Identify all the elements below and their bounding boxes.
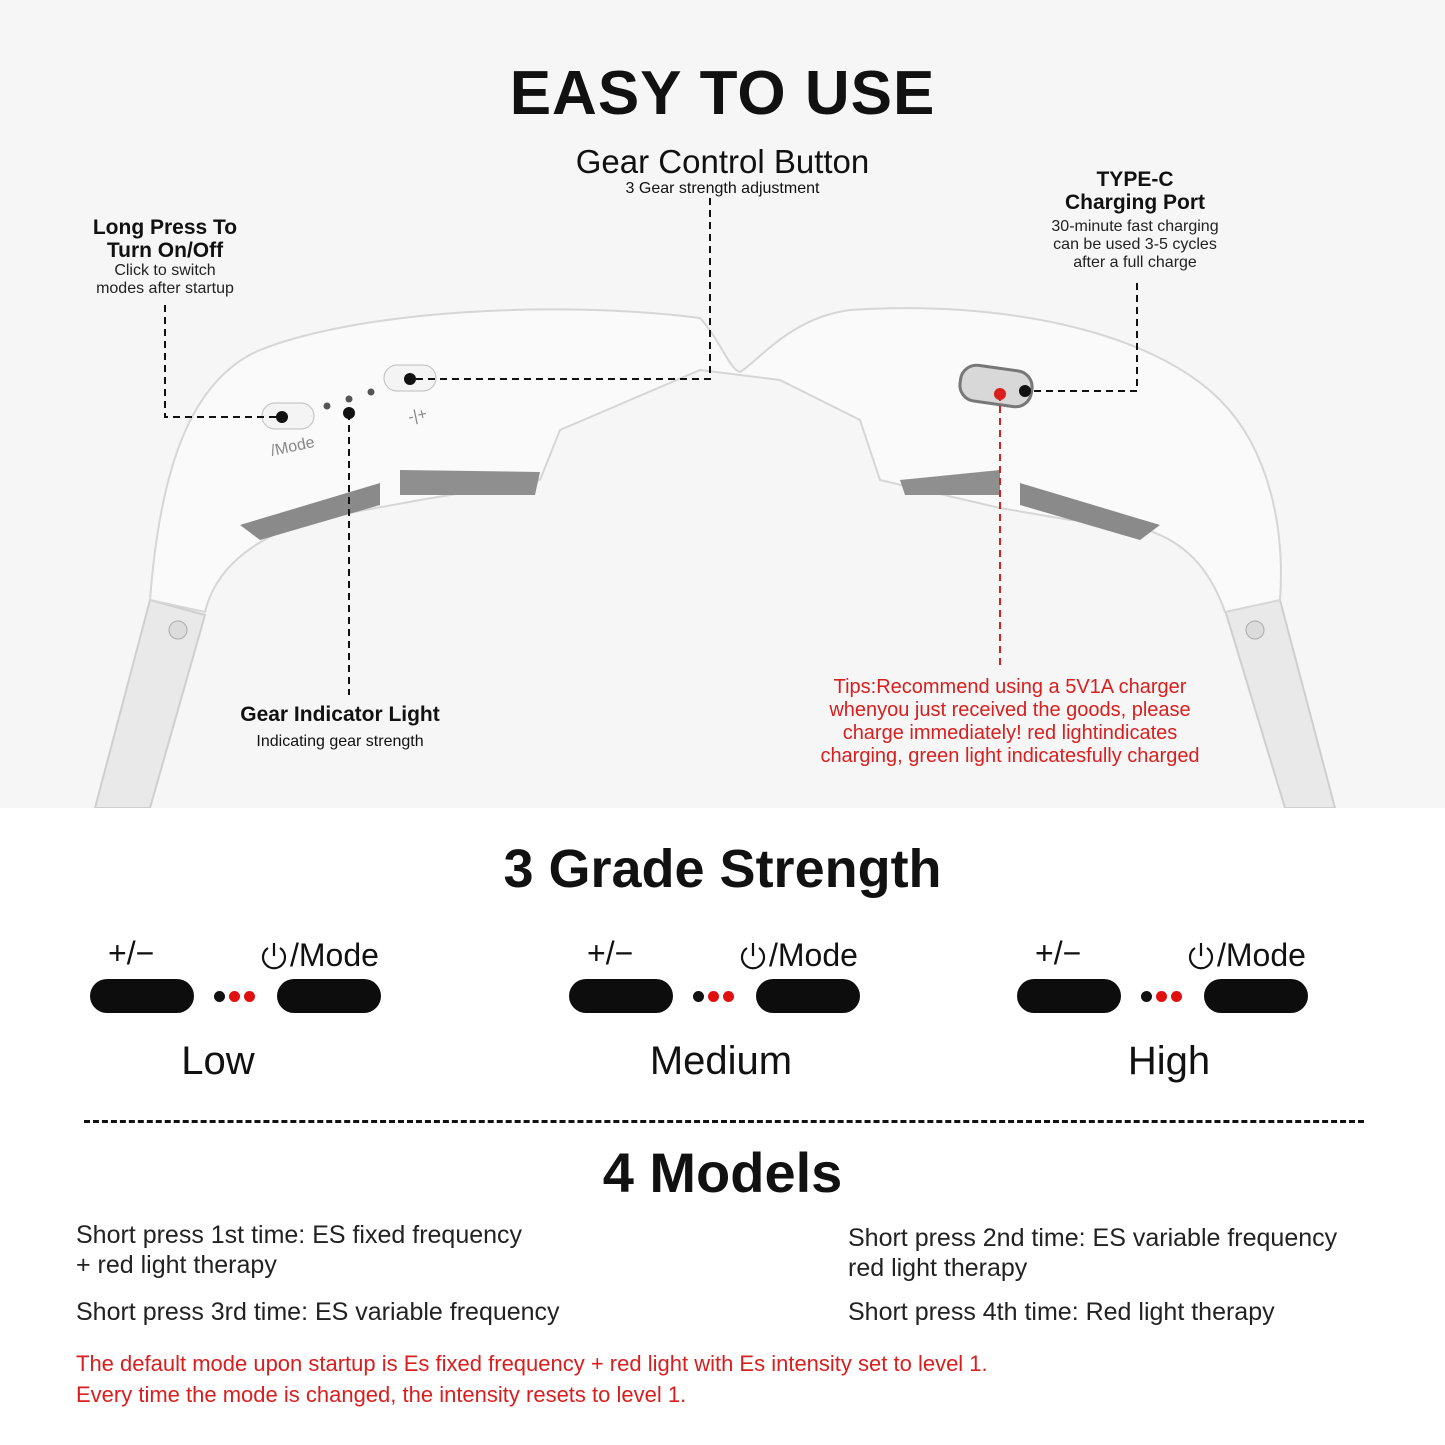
typec-title-2: Charging Port	[1065, 191, 1205, 214]
tips-line-1: Tips:Recommend using a 5V1A charger	[833, 676, 1187, 698]
mode-item-2-line-2: red light therapy	[848, 1254, 1028, 1282]
gear-control-button-title: Gear Control Button	[575, 143, 870, 180]
mode-label: /Mode	[258, 937, 379, 974]
typec-port	[958, 363, 1034, 409]
mode-item-3-line-1: Short press 3rd time: ES variable freque…	[76, 1298, 560, 1326]
strength-panel-medium: +/− /Mode Medium	[569, 935, 889, 1095]
plus-minus-button	[90, 979, 194, 1013]
power-icon	[261, 942, 287, 969]
device-body	[148, 307, 1282, 614]
indicator-sub: Indicating gear strength	[256, 733, 424, 750]
plus-minus-label: +/−	[108, 935, 155, 971]
long-press-title-1: Long Press To	[92, 216, 238, 239]
mode-item-1-line-2: + red light therapy	[76, 1251, 277, 1279]
indicator-dot-off	[693, 991, 704, 1002]
gear-control-button-sub: 3 Gear strength adjustment	[625, 180, 820, 197]
long-press-title-2: Turn On/Off	[106, 239, 224, 262]
charging-tips: Tips:Recommend using a 5V1A charger when…	[770, 676, 1250, 768]
indicator-dot-on	[708, 991, 719, 1002]
left-temple-arm	[93, 598, 207, 808]
mode-label-text: /Mode	[290, 937, 379, 973]
typec-callout: TYPE-C Charging Port 30-minute fast char…	[1020, 168, 1250, 272]
typec-sub-1: 30-minute fast charging	[1051, 218, 1219, 235]
strength-panel-low: +/− /Mode Low	[90, 935, 410, 1095]
plus-minus-label: +/−	[1035, 935, 1082, 971]
strength-section-title: 3 Grade Strength	[503, 839, 942, 899]
section-divider	[84, 1120, 1364, 1123]
callout-line-long-press	[164, 305, 282, 418]
left-eye-pad	[240, 483, 380, 540]
tips-line-4: charging, green light indicatesfully cha…	[820, 745, 1200, 767]
strength-level-label: Medium	[649, 1039, 793, 1083]
mode-item-1: Short press 1st time: ES fixed frequency…	[76, 1220, 522, 1280]
indicator-dot-on	[1171, 991, 1182, 1002]
default-mode-note: The default mode upon startup is Es fixe…	[76, 1348, 988, 1410]
mode-item-1-line-1: Short press 1st time: ES fixed frequency	[76, 1221, 523, 1249]
indicator-callout: Gear Indicator Light Indicating gear str…	[200, 703, 480, 751]
right-inner-pad	[900, 470, 1000, 495]
indicator-dots	[1141, 991, 1182, 1002]
mode-button	[1204, 979, 1308, 1013]
mode-item-4: Short press 4th time: Red light therapy	[848, 1297, 1275, 1327]
indicator-led-2	[345, 395, 353, 403]
models-section-title: 4 Models	[602, 1141, 843, 1204]
indicator-dots	[693, 991, 734, 1002]
device-plus-minus-label: -|+	[407, 406, 429, 427]
tips-line-2: whenyou just received the goods, please	[829, 699, 1191, 721]
typec-title-1: TYPE-C	[1096, 168, 1174, 191]
plus-minus-label: +/−	[587, 935, 634, 971]
mode-button	[756, 979, 860, 1013]
callout-line-typec	[1025, 283, 1138, 392]
long-press-callout: Long Press To Turn On/Off Click to switc…	[60, 216, 270, 298]
note-line-1: The default mode upon startup is Es fixe…	[76, 1351, 988, 1376]
indicator-dots	[214, 991, 255, 1002]
right-eye-pad	[1020, 483, 1160, 540]
note-line-2: Every time the mode is changed, the inte…	[76, 1382, 687, 1407]
callout-line-gear-button	[410, 198, 711, 380]
strength-level-label: High	[1127, 1039, 1211, 1083]
indicator-led-1	[323, 402, 331, 410]
indicator-dot-on	[723, 991, 734, 1002]
mode-label-text: /Mode	[769, 937, 858, 973]
mode-button	[277, 979, 381, 1013]
right-hinge-screw	[1245, 620, 1265, 640]
typec-sub-2: can be used 3-5 cycles	[1053, 236, 1217, 253]
left-hinge-screw	[168, 620, 188, 640]
tips-line-3: charge immediately! red lightindicates	[842, 722, 1178, 744]
power-icon	[740, 942, 766, 969]
mode-item-4-line-1: Short press 4th time: Red light therapy	[848, 1298, 1275, 1326]
mode-item-2-line-1: Short press 2nd time: ES variable freque…	[848, 1224, 1338, 1252]
typec-sub-3: after a full charge	[1073, 254, 1197, 271]
strength-panel-high: +/− /Mode High	[1017, 935, 1337, 1095]
mode-item-2: Short press 2nd time: ES variable freque…	[848, 1223, 1337, 1283]
indicator-dot-off	[214, 991, 225, 1002]
mode-label: /Mode	[737, 937, 858, 974]
indicator-dot-on	[229, 991, 240, 1002]
mode-item-3: Short press 3rd time: ES variable freque…	[76, 1297, 560, 1327]
indicator-dot-off	[1141, 991, 1152, 1002]
long-press-sub-1: Click to switch	[114, 262, 216, 279]
page-title: EASY TO USE	[509, 59, 936, 128]
eye-massager-illustration: /Mode -|+	[93, 198, 1337, 808]
indicator-led-3	[367, 388, 375, 396]
indicator-title: Gear Indicator Light	[240, 703, 440, 726]
indicator-dot-on	[244, 991, 255, 1002]
plus-minus-button	[569, 979, 673, 1013]
mode-label-text: /Mode	[1217, 937, 1306, 973]
plus-minus-button	[1017, 979, 1121, 1013]
indicator-dot-on	[1156, 991, 1167, 1002]
long-press-sub-2: modes after startup	[96, 280, 234, 297]
power-icon	[1188, 942, 1214, 969]
mode-label: /Mode	[1185, 937, 1306, 974]
left-inner-pad	[400, 470, 540, 495]
strength-level-label: Low	[181, 1039, 255, 1083]
